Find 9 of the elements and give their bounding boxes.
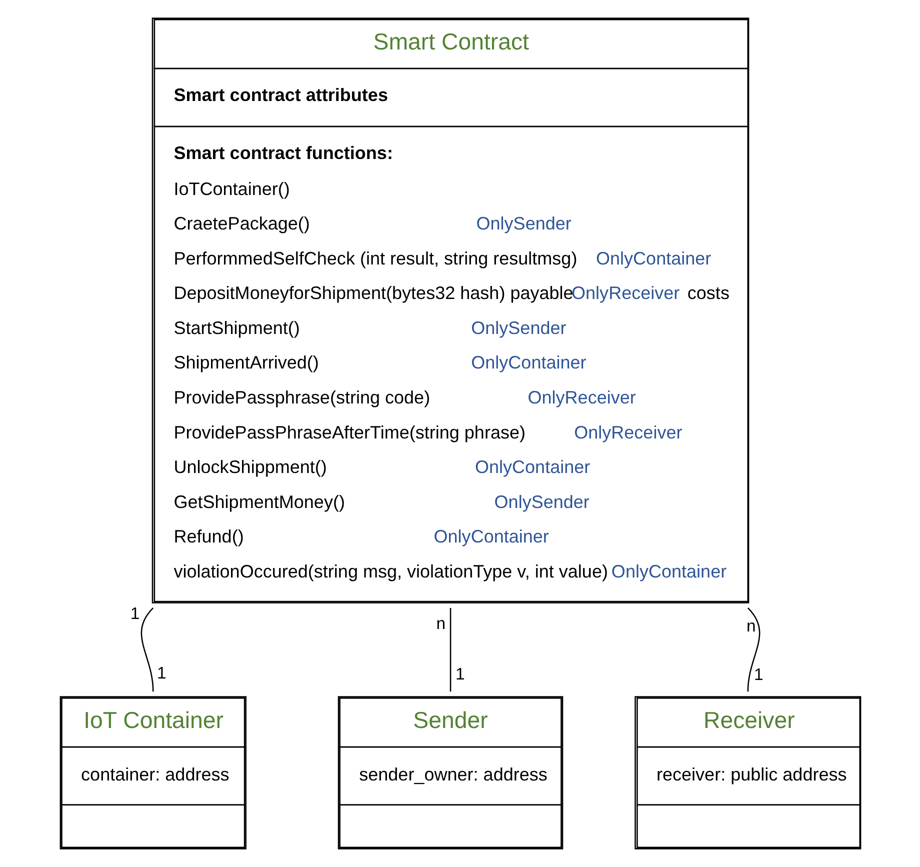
label: 1: [455, 664, 464, 684]
label: 1: [130, 604, 140, 624]
label: n: [746, 616, 756, 636]
connector: [746, 608, 760, 692]
connector: [140, 608, 154, 692]
connector: [449, 608, 451, 692]
label: n: [436, 614, 446, 634]
label: 1: [156, 664, 166, 683]
label: 1: [754, 664, 763, 684]
